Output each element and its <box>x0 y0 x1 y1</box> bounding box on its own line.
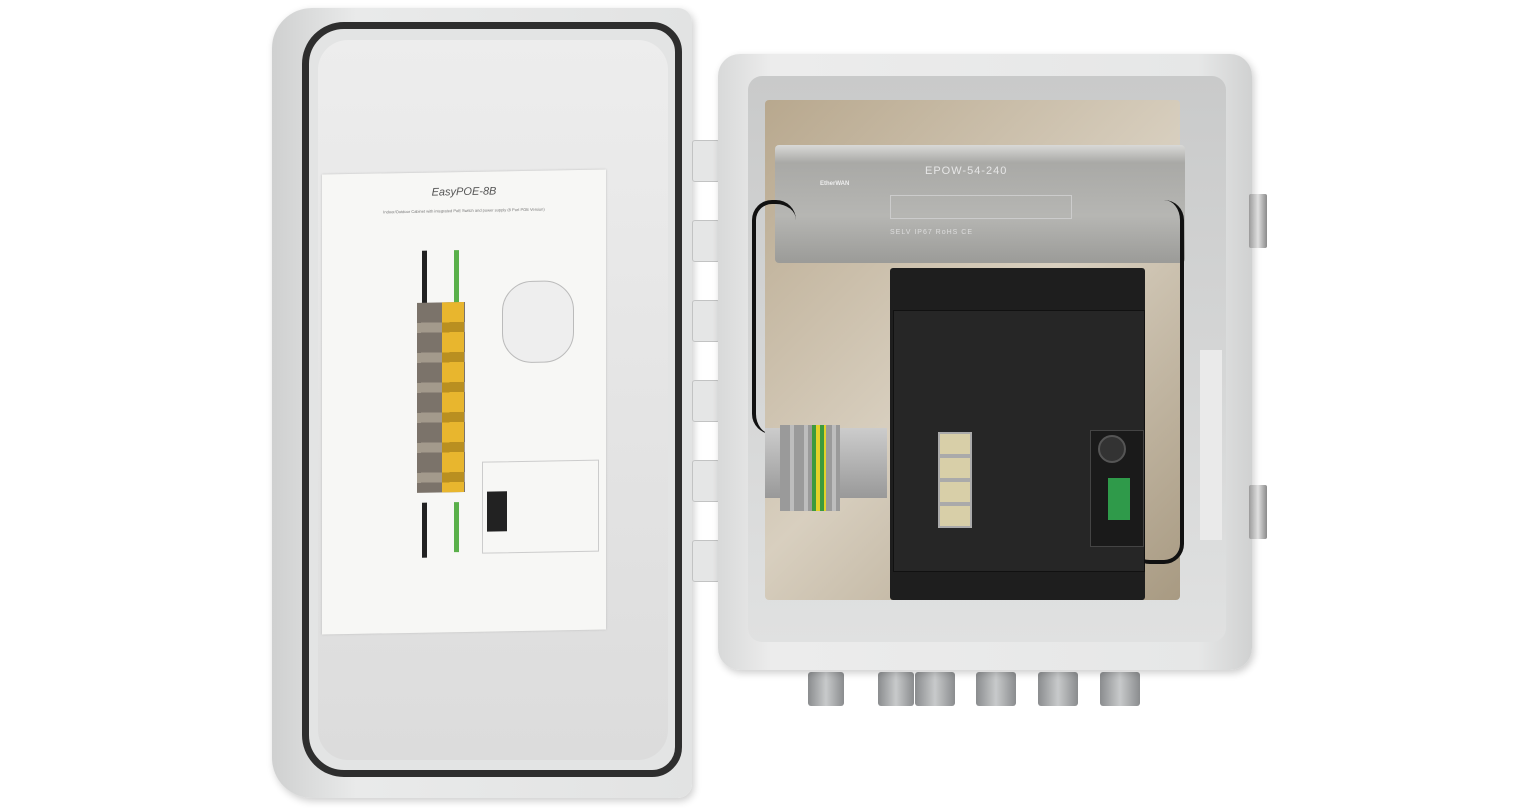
ethernet-port[interactable] <box>938 504 972 528</box>
hinge <box>692 460 720 502</box>
power-cable <box>752 200 796 434</box>
psu-model: EPOW-54-240 <box>925 165 1008 177</box>
dip-switch-diagram <box>487 491 507 532</box>
hinge <box>692 140 720 182</box>
hinge <box>692 300 720 342</box>
psu-brand: EtherWAN <box>820 181 850 187</box>
hinge <box>692 380 720 422</box>
document-subtitle: Indoor/Outdoor Cabinet with integrated P… <box>383 206 545 215</box>
power-supply: EPOW-54-240 EtherWAN SELV IP67 RoHS CE <box>775 145 1185 263</box>
console-port[interactable] <box>1098 435 1126 463</box>
terminal-block <box>780 425 840 511</box>
ethernet-port[interactable] <box>938 432 972 456</box>
document-title: EasyPOE-8B <box>431 185 497 199</box>
cable-gland <box>915 672 955 706</box>
psu-spec-table <box>890 195 1072 219</box>
hinge <box>692 540 720 582</box>
latch[interactable] <box>1249 485 1267 539</box>
power-cable <box>1130 200 1184 564</box>
ethernet-port[interactable] <box>938 480 972 504</box>
cable-gland <box>808 672 844 706</box>
terminal-diagram-yellow <box>442 302 464 493</box>
latch[interactable] <box>1249 194 1267 248</box>
cable-gland <box>976 672 1016 706</box>
ethernet-port[interactable] <box>938 456 972 480</box>
enclosure-label <box>1200 350 1222 540</box>
psu-marks: SELV IP67 RoHS CE <box>890 229 974 236</box>
cable-gland <box>1038 672 1078 706</box>
cable-gland-diagram <box>502 280 574 364</box>
hinge <box>692 220 720 262</box>
cable-gland <box>878 672 914 706</box>
ground-terminal <box>812 425 826 511</box>
cable-gland <box>1100 672 1140 706</box>
power-terminal-connector <box>1108 478 1130 520</box>
wiring-diagram-document: EasyPOE-8B Indoor/Outdoor Cabinet with i… <box>322 169 606 635</box>
